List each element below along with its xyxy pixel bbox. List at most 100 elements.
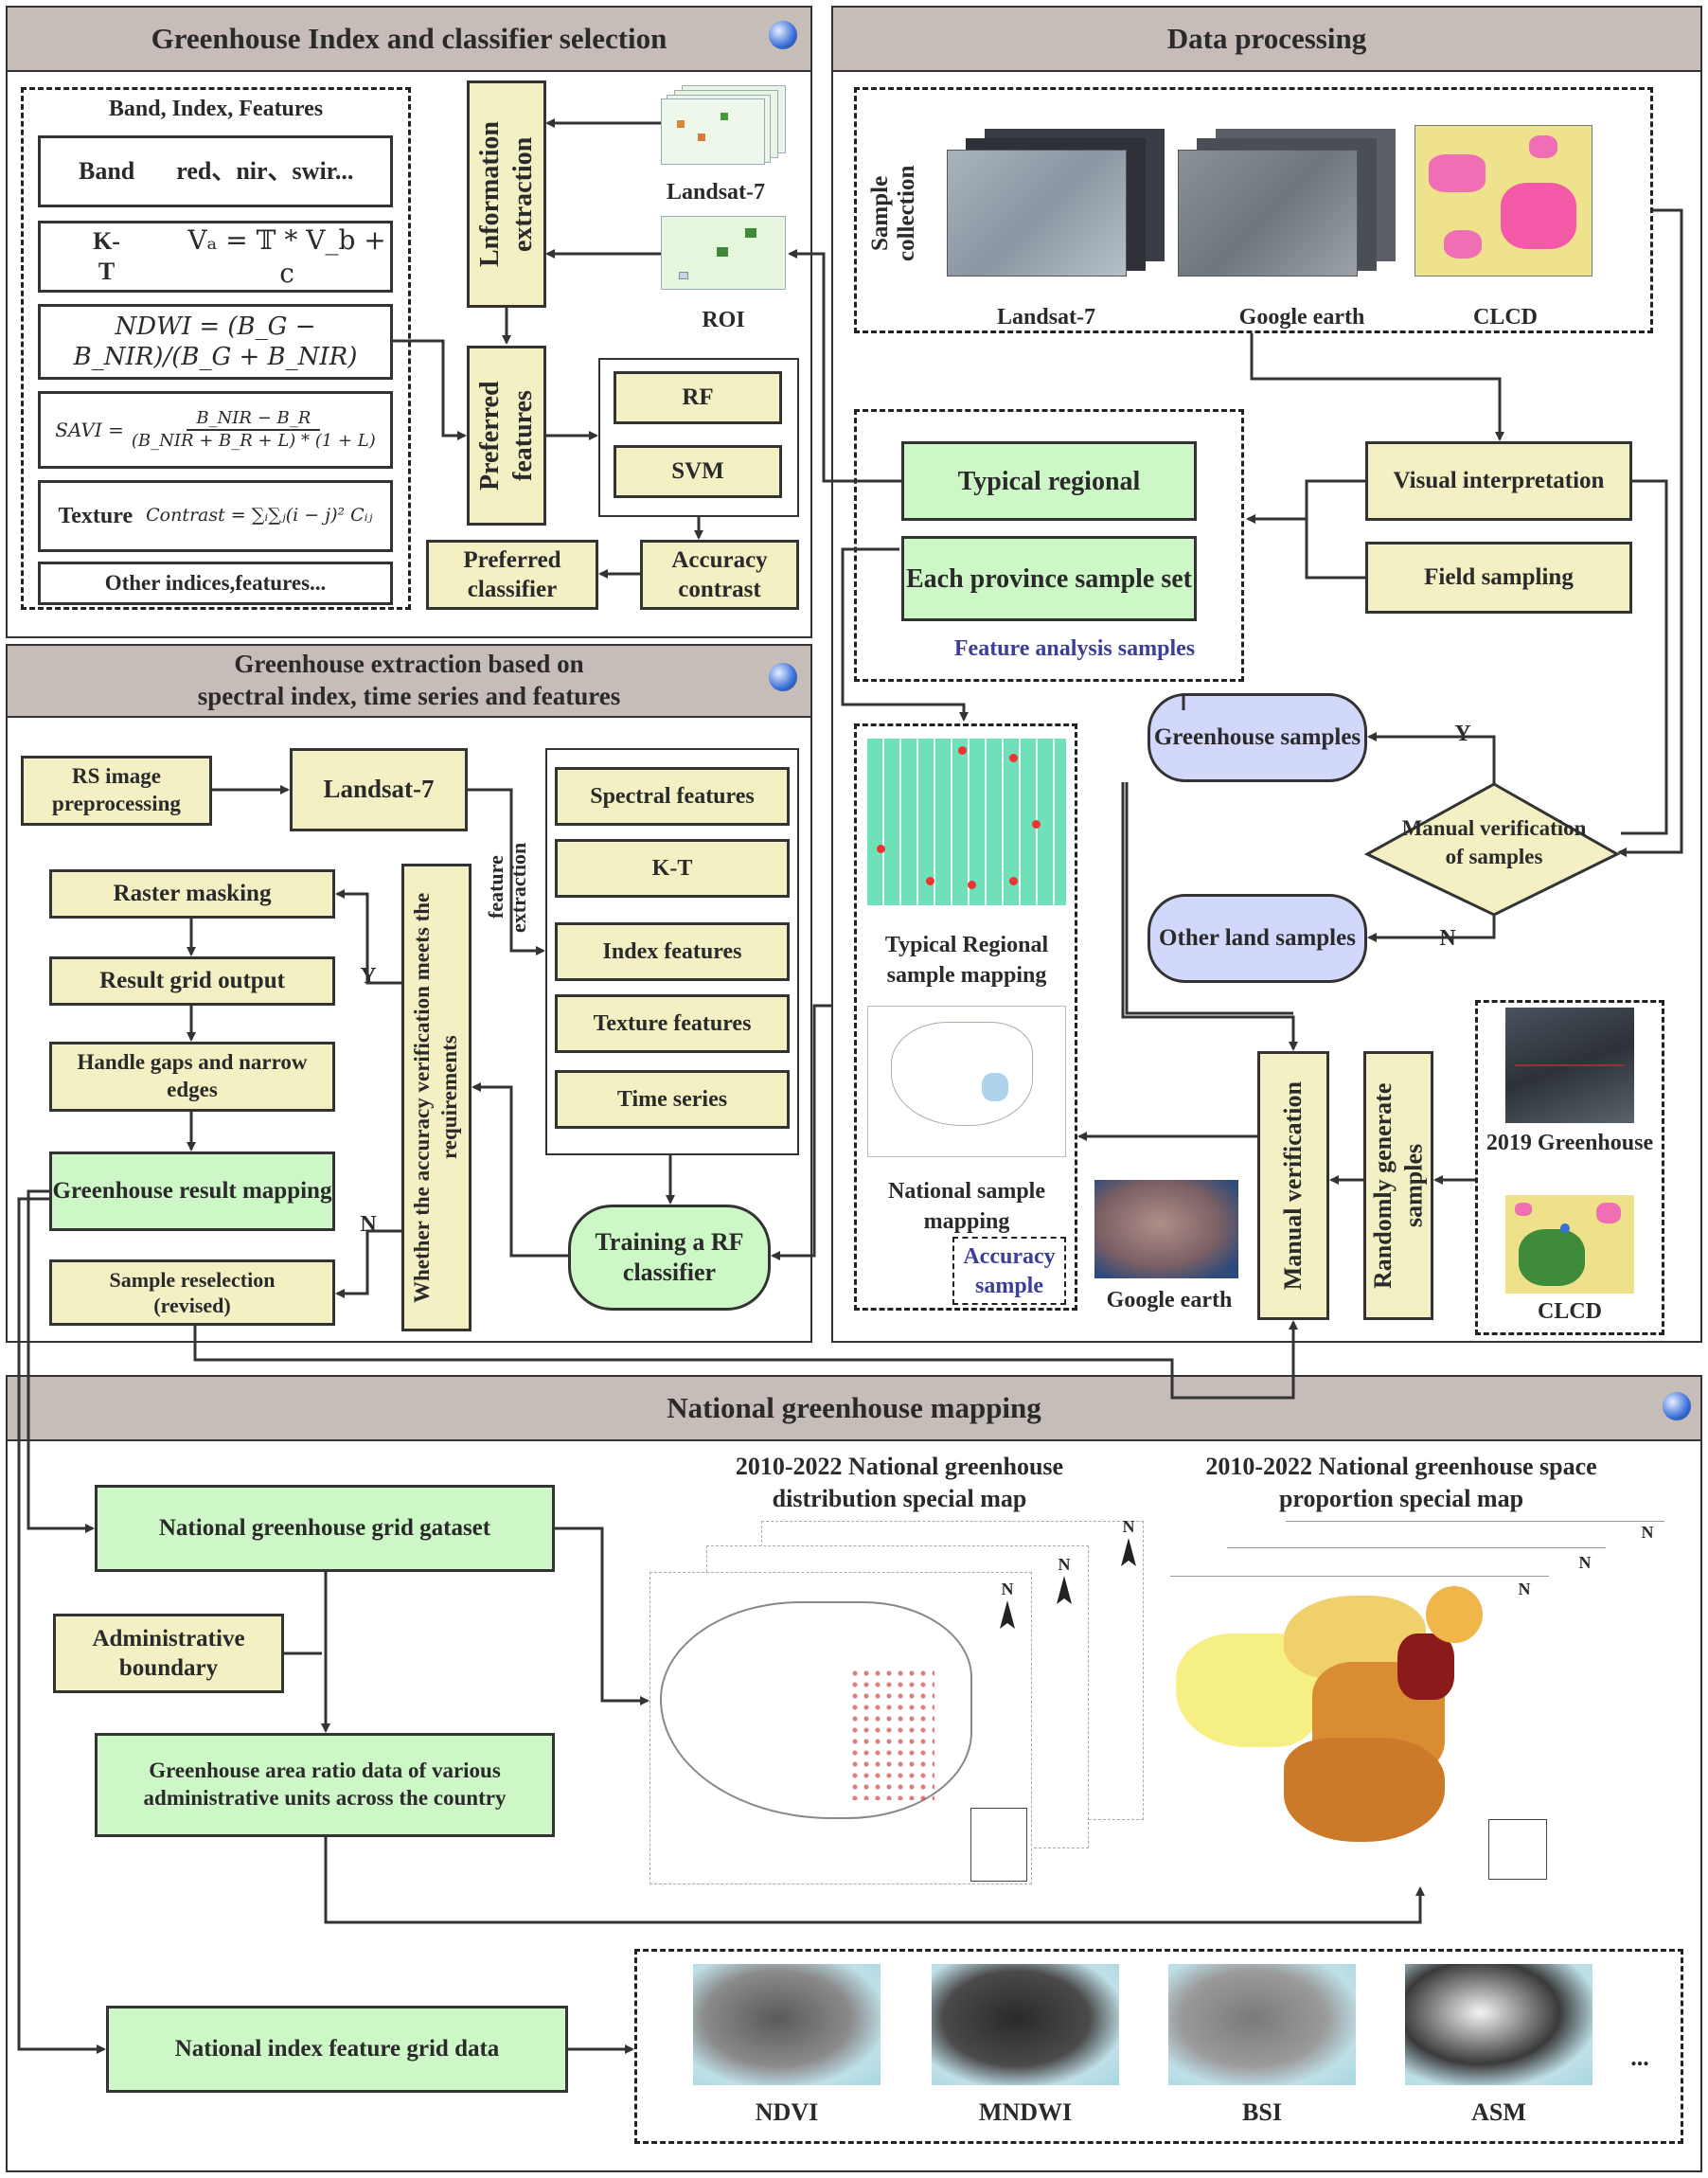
clcd-patch: [1429, 154, 1486, 192]
preferred-features-box: Preferred features: [467, 346, 546, 526]
no-label: N: [360, 1212, 377, 1237]
landsat-box-label: Landsat-7: [323, 775, 435, 804]
greenhouse-result-mapping-box: Greenhouse result mapping: [49, 1151, 335, 1231]
administrative-boundary-box: Administrative boundary: [53, 1614, 284, 1693]
typical-regional-label: Typical regional: [957, 466, 1141, 496]
roi-label: ROI: [702, 308, 745, 332]
randomly-generate-label: Randomly generate samples: [1368, 1082, 1428, 1289]
panel-greenhouse-extraction-title-2: spectral index, time series and features: [197, 682, 621, 710]
urban-patch: [1515, 1203, 1532, 1216]
panel-data-processing-header: Data processing: [831, 6, 1702, 72]
feature-extraction-label: feature extraction: [484, 842, 531, 933]
google-earth-globe-image: [1094, 1180, 1238, 1278]
urban-patch: [1596, 1203, 1621, 1223]
globe-icon: [1663, 1392, 1691, 1420]
band-label: Band: [79, 156, 135, 185]
index-features-label: Index features: [602, 939, 742, 964]
info-extraction-label: Lnformation extraction: [475, 121, 538, 267]
rs-preprocessing-box: RS image preprocessing: [21, 756, 212, 826]
clcd-patch: [1444, 230, 1482, 259]
other-land-samples-box: Other land samples: [1148, 894, 1367, 983]
sample-reselection-box: Sample reselection (revised): [49, 1259, 335, 1326]
panel-data-processing-title: Data processing: [1166, 21, 1367, 55]
yes-label: Y: [1454, 722, 1471, 746]
texture-features-box: Texture features: [555, 994, 790, 1053]
roi-patch: [745, 228, 756, 238]
bsi-thumbnail: [1168, 1964, 1356, 2085]
feature-analysis-group: [854, 409, 1244, 682]
savi-lhs: SAVI =: [55, 418, 124, 441]
sample-point: [926, 877, 934, 885]
landsat-patch: [677, 120, 685, 128]
ndvi-label: NDVI: [755, 2098, 819, 2126]
clcd-patch: [1529, 135, 1557, 158]
panel-national-mapping-header: National greenhouse mapping: [6, 1375, 1702, 1441]
google-earth-scene-image: [1178, 125, 1396, 277]
ndwi-formula: NDWI = (B_G − B_NIR)/(B_G + B_NIR): [73, 312, 358, 372]
other-land-samples-label: Other land samples: [1159, 925, 1356, 952]
roi-patch: [717, 247, 728, 257]
manual-verification-label: Manual verification: [1278, 1080, 1307, 1291]
raster-masking-box: Raster masking: [49, 869, 335, 919]
north-arrow-label: N: [1058, 1555, 1071, 1574]
accuracy-contrast-box: Accuracy contrast: [640, 540, 799, 610]
kt-features-box: K-T: [555, 839, 790, 898]
kt-label: K-T: [93, 226, 120, 286]
sample-point: [1009, 754, 1018, 762]
sample-reselection-label: Sample reselection: [109, 1267, 276, 1292]
panel-index-classifier-header: Greenhouse Index and classifier selectio…: [6, 6, 812, 72]
accuracy-contrast-label: Accuracy contrast: [671, 546, 768, 602]
training-rf-box: Training a RF classifier: [568, 1205, 771, 1311]
administrative-boundary-label: Administrative boundary: [92, 1625, 245, 1681]
kt-box: K-T Vₐ = 𝕋 * V_b + c: [38, 221, 393, 293]
greenhouse-samples-label: Greenhouse samples: [1153, 724, 1361, 751]
kt-features-label: K-T: [651, 856, 693, 881]
typical-regional-box: Typical regional: [901, 441, 1197, 521]
accuracy-sample-label: Accuracy sample: [963, 1244, 1056, 1299]
clcd-scene-image: [1414, 125, 1592, 277]
bsi-label: BSI: [1242, 2098, 1282, 2126]
svm-label: SVM: [671, 458, 724, 485]
china-region-northeast: [1426, 1586, 1483, 1643]
map1-title: 2010-2022 National greenhouse distributi…: [735, 1453, 1064, 1512]
clcd-2-image: [1505, 1195, 1634, 1294]
landsat-box: Landsat-7: [290, 748, 468, 831]
field-sampling-label: Field sampling: [1424, 564, 1574, 591]
china-region-south: [1284, 1738, 1445, 1842]
reference-data-group: [1475, 1000, 1664, 1335]
savi-numerator: B_NIR − B_R: [187, 408, 321, 431]
roi-patch: [679, 272, 688, 279]
scene-layer-front: [1178, 150, 1358, 277]
proportion-map-front: [1170, 1576, 1549, 1881]
accuracy-sample-group: [952, 1237, 1066, 1305]
scene-layer-front: [947, 150, 1127, 277]
texture-formula: Contrast = ∑ᵢ∑ⱼ(i − j)² Cᵢⱼ: [146, 505, 373, 527]
north-arrow-label: N: [1001, 1580, 1014, 1598]
accuracy-verification-label: Whether the accuracy verification meets …: [410, 892, 461, 1303]
panel-greenhouse-extraction-header: Greenhouse extraction based on spectral …: [6, 644, 812, 718]
kt-formula: Vₐ = 𝕋 * V_b + c: [187, 224, 386, 289]
distribution-map-front: [649, 1572, 1032, 1884]
area-ratio-box: Greenhouse area ratio data of various ad…: [95, 1733, 555, 1837]
preferred-classifier-label: Preferred classifier: [463, 546, 561, 602]
globe-icon: [769, 21, 797, 49]
manual-verification-box: Manual verification: [1257, 1051, 1329, 1320]
svm-box: SVM: [614, 445, 782, 498]
band-value: red、nir、swir...: [176, 156, 354, 185]
field-sampling-box: Field sampling: [1365, 542, 1632, 614]
texture-box: Texture Contrast = ∑ᵢ∑ⱼ(i − j)² Cᵢⱼ: [38, 480, 393, 552]
panel-index-classifier-title: Greenhouse Index and classifier selectio…: [151, 21, 667, 55]
sample-reselection-note: (revised): [153, 1294, 231, 1317]
greenhouse-samples-box: Greenhouse samples: [1148, 693, 1367, 782]
spectral-features-label: Spectral features: [590, 784, 755, 809]
landsat-stack-image: [661, 85, 786, 165]
clcd-scene-label: CLCD: [1472, 305, 1538, 330]
result-grid-output-label: Result grid output: [99, 968, 285, 994]
feature-list-group: [545, 748, 799, 1155]
national-sample-map-image: [867, 1006, 1066, 1157]
time-series-box: Time series: [555, 1070, 790, 1129]
landsat-scene-image: [947, 125, 1165, 277]
national-index-grid-label: National index feature grid data: [174, 2036, 500, 2062]
forest-patch: [1519, 1229, 1585, 1286]
index-features-box: Index features: [555, 922, 790, 981]
